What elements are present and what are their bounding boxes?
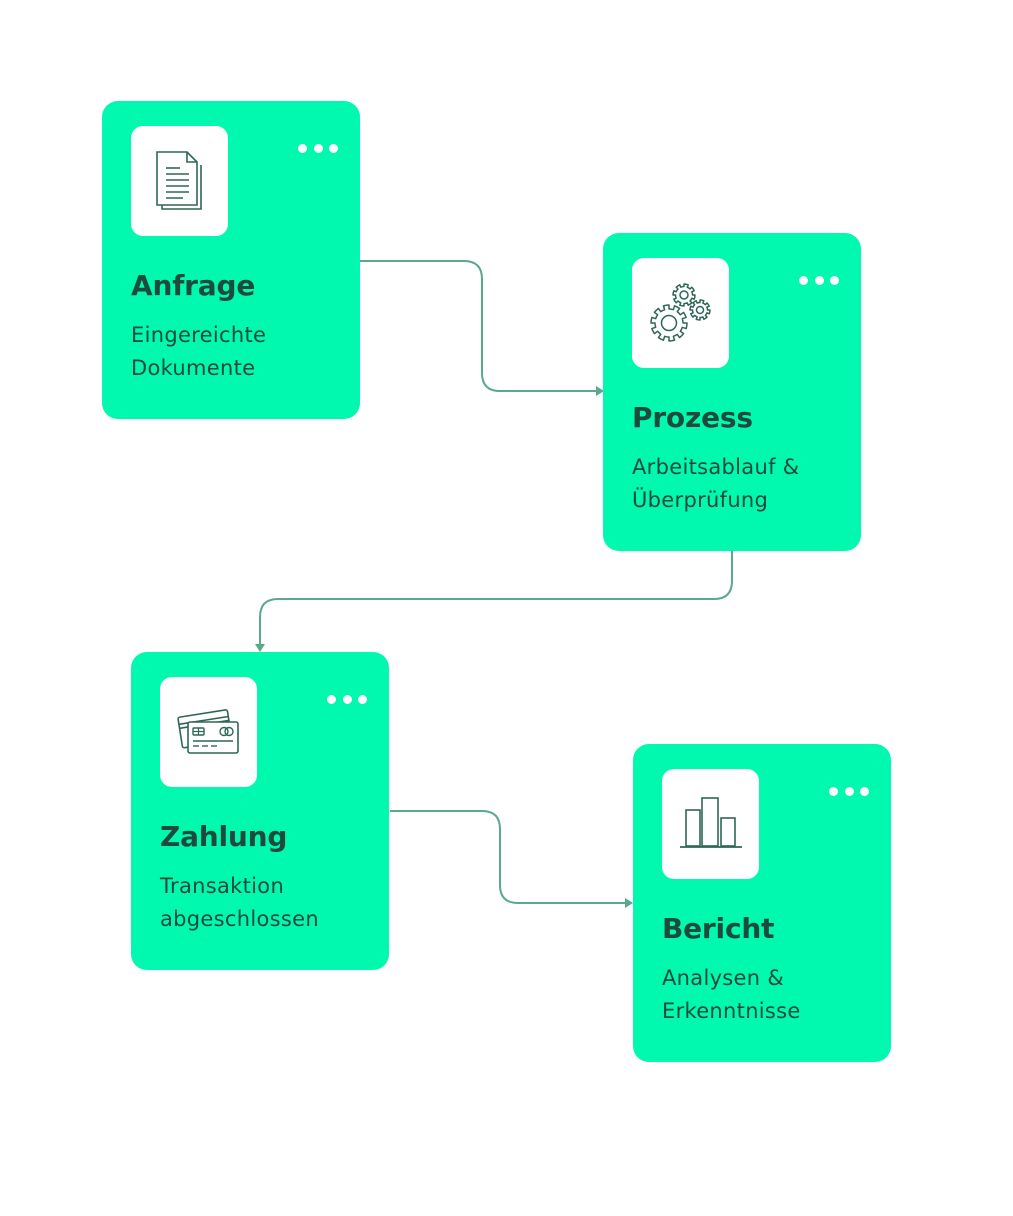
- card-zahlung[interactable]: Zahlung Transaktion abgeschlossen: [131, 652, 389, 970]
- more-options-button[interactable]: [799, 274, 839, 286]
- icon-box: [160, 677, 257, 787]
- card-bericht[interactable]: Bericht Analysen & Erkenntnisse: [633, 744, 891, 1062]
- dot-icon: [860, 786, 869, 796]
- more-options-button[interactable]: [298, 142, 338, 154]
- icon-box: [131, 126, 228, 236]
- dot-icon: [799, 275, 808, 285]
- card-description: Transaktion abgeschlossen: [160, 874, 319, 931]
- document-icon: [155, 151, 202, 210]
- connector-zahlung-bericht: [390, 810, 626, 904]
- card-title: Prozess: [632, 401, 753, 434]
- card-title: Anfrage: [131, 269, 256, 302]
- dot-icon: [298, 143, 307, 153]
- connector-prozess-zahlung: [259, 551, 733, 645]
- dot-icon: [329, 143, 338, 153]
- dot-icon: [358, 694, 367, 704]
- gear-hub-icon: [678, 290, 689, 300]
- card-description: Eingereichte Dokumente: [131, 323, 267, 380]
- bar-chart-icon: [679, 797, 742, 848]
- icon-box: [632, 258, 729, 368]
- more-options-button[interactable]: [829, 785, 869, 797]
- dot-icon: [313, 143, 323, 153]
- gear-hub-icon: [695, 305, 704, 315]
- gear-icon: [688, 299, 711, 321]
- card-description: Arbeitsablauf & Überprüfung: [632, 455, 800, 512]
- dot-icon: [844, 786, 854, 796]
- gears-icon: [649, 283, 711, 342]
- icon-box: [662, 769, 759, 879]
- gear-icon: [671, 283, 696, 307]
- card-title: Zahlung: [160, 820, 288, 853]
- more-options-button[interactable]: [327, 693, 367, 705]
- arrowhead-bericht: [625, 898, 633, 908]
- credit-card-icon: [176, 709, 239, 754]
- dot-icon: [829, 786, 838, 796]
- dot-icon: [342, 694, 352, 704]
- dot-icon: [814, 275, 824, 285]
- gear-icon: [649, 304, 688, 342]
- connector-anfrage-prozess: [360, 260, 597, 392]
- arrowhead-zahlung: [255, 644, 265, 652]
- card-title: Bericht: [662, 912, 775, 945]
- card-anfrage[interactable]: Anfrage Eingereichte Dokumente: [102, 101, 360, 419]
- dot-icon: [327, 694, 336, 704]
- card-description: Analysen & Erkenntnisse: [662, 966, 801, 1023]
- dot-icon: [830, 275, 839, 285]
- gear-hub-icon: [660, 314, 677, 332]
- card-prozess[interactable]: Prozess Arbeitsablauf & Überprüfung: [603, 233, 861, 551]
